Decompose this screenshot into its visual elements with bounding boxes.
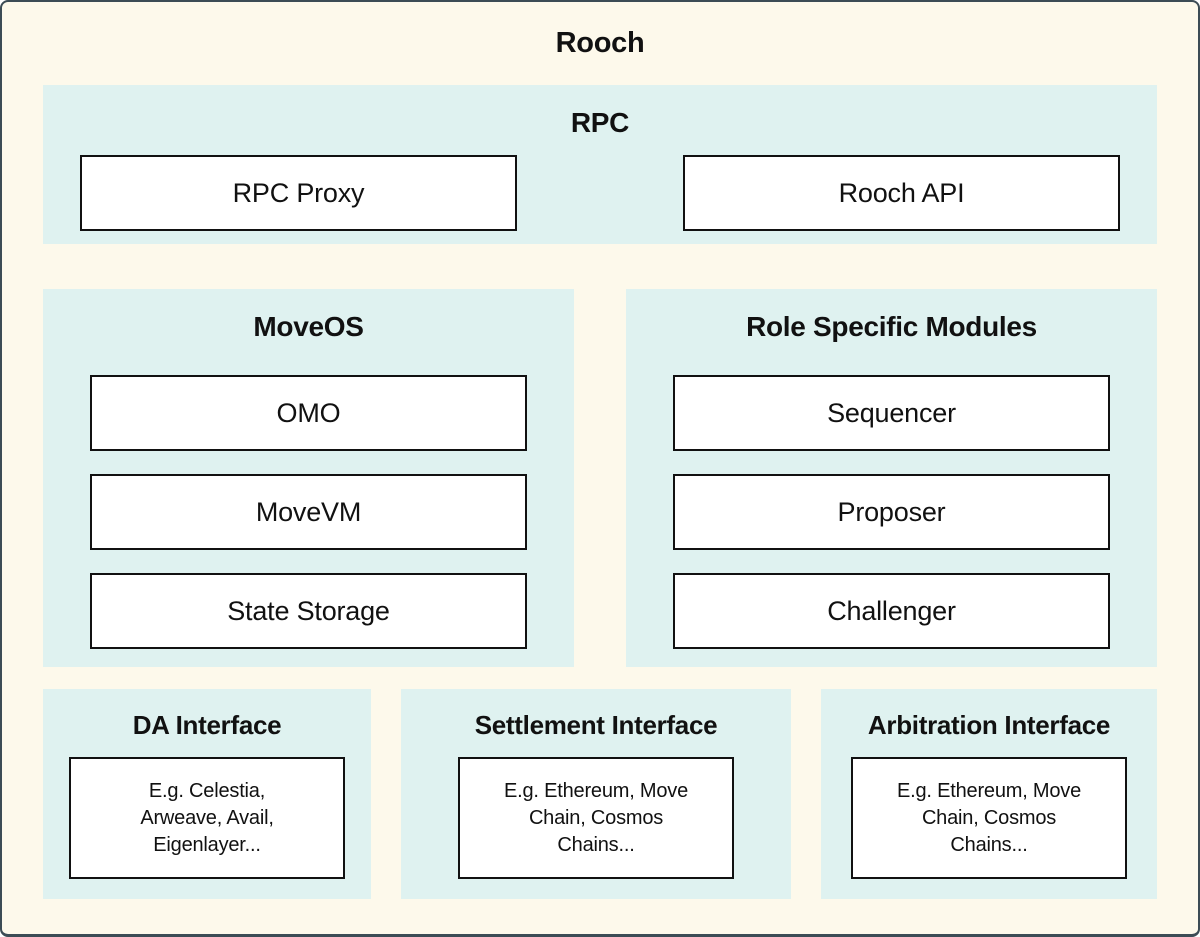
rpc-section-title: RPC [570, 107, 630, 138]
role-specific-boxes-column: Sequencer Proposer Challenger [673, 375, 1110, 649]
arbitration-interface-title: Arbitration Interface [867, 710, 1111, 740]
settlement-examples-text: E.g. Ethereum, Move Chain, Cosmos Chains… [503, 779, 689, 856]
moveos-section: MoveOS OMO MoveVM State Storage [43, 289, 574, 667]
arbitration-examples-text: E.g. Ethereum, Move Chain, Cosmos Chains… [896, 779, 1082, 856]
da-examples-text: E.g. Celestia, Arweave, Avail, Eigenlaye… [140, 779, 274, 856]
settlement-interface-section: Settlement Interface E.g. Ethereum, Move… [401, 689, 791, 899]
settlement-examples-box: E.g. Ethereum, Move Chain, Cosmos Chains… [458, 757, 734, 879]
movevm-box: MoveVM [90, 474, 527, 550]
proposer-box: Proposer [673, 474, 1110, 550]
role-specific-modules-section: Role Specific Modules Sequencer Proposer… [626, 289, 1157, 667]
moveos-boxes-column: OMO MoveVM State Storage [90, 375, 527, 649]
bottom-row: DA Interface E.g. Celestia, Arweave, Ava… [43, 689, 1157, 899]
arbitration-interface-section: Arbitration Interface E.g. Ethereum, Mov… [821, 689, 1157, 899]
diagram-title: Rooch [555, 27, 645, 59]
sequencer-box: Sequencer [673, 375, 1110, 451]
rpc-proxy-box: RPC Proxy [80, 155, 517, 231]
omo-box: OMO [90, 375, 527, 451]
da-examples-box: E.g. Celestia, Arweave, Avail, Eigenlaye… [69, 757, 345, 879]
rpc-section: RPC RPC Proxy Rooch API [43, 85, 1157, 244]
state-storage-box: State Storage [90, 573, 527, 649]
middle-row: MoveOS OMO MoveVM State Storage Role Spe… [43, 289, 1157, 667]
rooch-api-box: Rooch API [683, 155, 1120, 231]
challenger-box: Challenger [673, 573, 1110, 649]
settlement-interface-title: Settlement Interface [474, 710, 718, 740]
rpc-boxes-row: RPC Proxy Rooch API [43, 155, 1157, 231]
role-specific-modules-title: Role Specific Modules [746, 311, 1037, 342]
arbitration-examples-box: E.g. Ethereum, Move Chain, Cosmos Chains… [851, 757, 1127, 879]
moveos-section-title: MoveOS [253, 311, 364, 342]
da-interface-title: DA Interface [132, 710, 282, 740]
da-interface-section: DA Interface E.g. Celestia, Arweave, Ava… [43, 689, 371, 899]
